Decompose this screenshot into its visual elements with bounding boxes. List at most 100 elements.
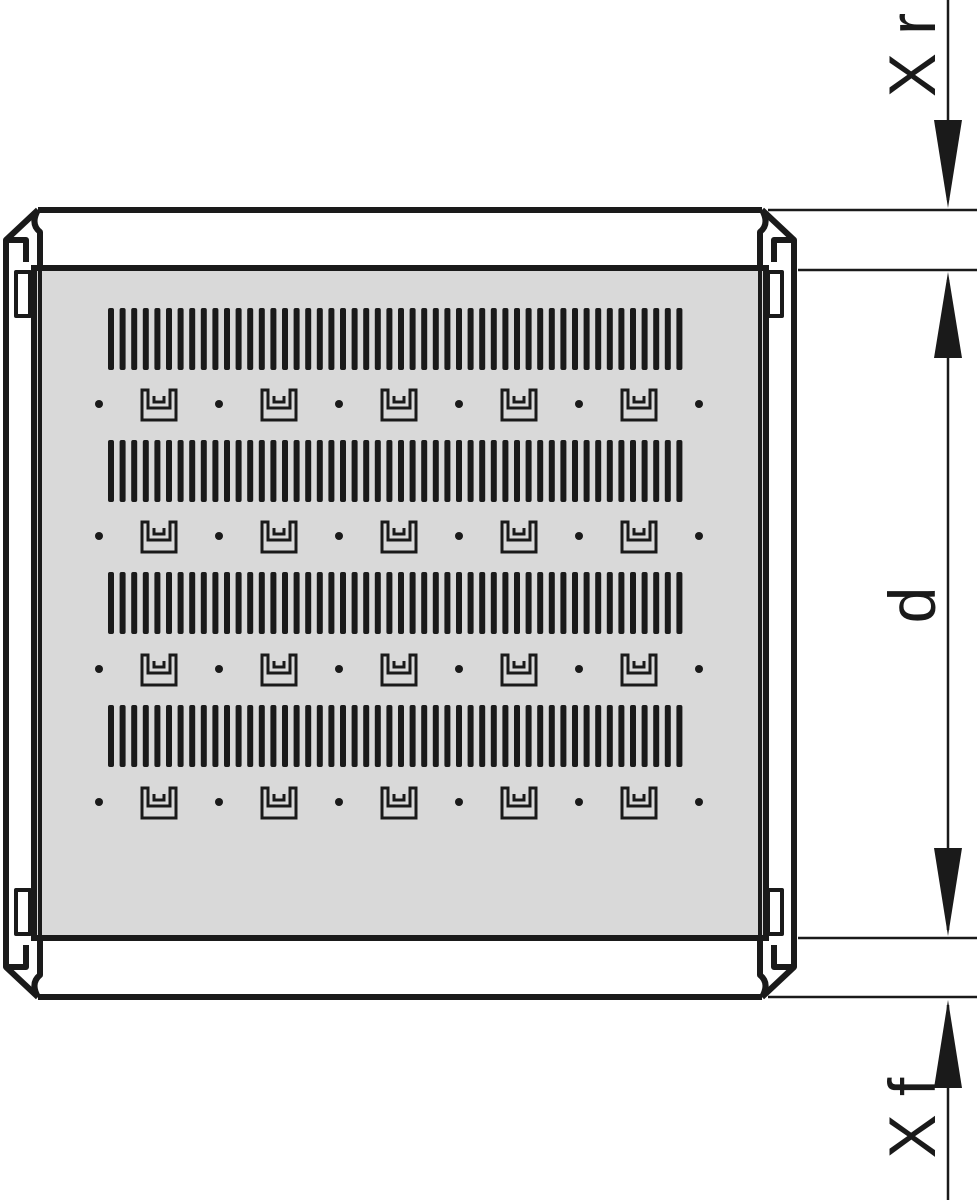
vent-slot bbox=[525, 308, 532, 370]
vent-slot bbox=[224, 440, 230, 502]
vent-slot bbox=[525, 572, 532, 634]
vent-slot bbox=[409, 705, 416, 767]
vent-slot bbox=[189, 572, 196, 634]
vent-row bbox=[108, 572, 683, 634]
vent-slot bbox=[676, 440, 683, 502]
vent-slot bbox=[293, 440, 300, 502]
vent-slot bbox=[282, 572, 288, 634]
cable-tie-mount bbox=[620, 388, 658, 422]
vent-slot bbox=[247, 440, 254, 502]
mount-rows bbox=[95, 388, 703, 820]
vent-slot bbox=[119, 308, 126, 370]
mounting-hole bbox=[455, 798, 463, 806]
vent-slot bbox=[548, 308, 555, 370]
vent-slot bbox=[328, 440, 335, 502]
vent-slot bbox=[537, 308, 544, 370]
vent-slot bbox=[351, 440, 358, 502]
cable-tie-mount bbox=[380, 786, 418, 820]
vent-slot bbox=[572, 705, 578, 767]
vent-slot bbox=[131, 308, 138, 370]
vent-slot bbox=[235, 308, 242, 370]
vent-slot bbox=[548, 440, 555, 502]
cable-tie-mount bbox=[260, 653, 298, 687]
vent-slot bbox=[293, 572, 300, 634]
mounting-hole bbox=[575, 400, 583, 408]
vent-slot bbox=[432, 440, 439, 502]
vent-slot bbox=[421, 572, 428, 634]
cable-tie-mount bbox=[500, 786, 538, 820]
mounting-hole bbox=[95, 532, 103, 540]
vent-slot bbox=[374, 572, 381, 634]
vent-slot bbox=[154, 572, 161, 634]
clip-bottom-right bbox=[766, 888, 784, 936]
frame-left-bracket-top bbox=[3, 207, 41, 270]
mounting-hole bbox=[455, 532, 463, 540]
vent-slot bbox=[467, 308, 474, 370]
vent-slot bbox=[456, 572, 462, 634]
vent-slot bbox=[189, 705, 196, 767]
vent-slot bbox=[421, 308, 428, 370]
vent-slot bbox=[340, 308, 346, 370]
vent-slot bbox=[514, 440, 520, 502]
vent-slot bbox=[502, 705, 509, 767]
mounting-hole bbox=[695, 665, 703, 673]
vent-slot bbox=[398, 572, 404, 634]
vent-slot bbox=[525, 440, 532, 502]
vent-slot bbox=[456, 440, 462, 502]
vent-slot bbox=[200, 440, 207, 502]
vent-slot bbox=[479, 308, 486, 370]
cable-tie-mount bbox=[500, 388, 538, 422]
vent-slot bbox=[177, 572, 184, 634]
vent-slot bbox=[606, 572, 613, 634]
vent-slot bbox=[316, 440, 323, 502]
vent-slot bbox=[548, 572, 555, 634]
mounting-hole bbox=[575, 798, 583, 806]
vent-slot bbox=[456, 308, 462, 370]
vent-slot bbox=[177, 440, 184, 502]
mounting-hole bbox=[455, 400, 463, 408]
vent-slot bbox=[328, 572, 335, 634]
vent-slot bbox=[177, 705, 184, 767]
vent-slot bbox=[641, 308, 648, 370]
vent-slot bbox=[142, 572, 149, 634]
vent-slot bbox=[456, 705, 462, 767]
vent-slot bbox=[142, 705, 149, 767]
vent-slot bbox=[224, 308, 230, 370]
vent-slot bbox=[444, 440, 451, 502]
vent-slot bbox=[595, 705, 602, 767]
mounting-hole bbox=[575, 665, 583, 673]
vent-slot bbox=[537, 572, 544, 634]
frame-right-bracket-bottom bbox=[759, 940, 797, 1000]
vent-slot bbox=[119, 572, 126, 634]
mount-row bbox=[95, 520, 703, 554]
vent-slot bbox=[316, 572, 323, 634]
mounting-hole bbox=[335, 400, 343, 408]
vent-slot bbox=[270, 705, 277, 767]
vent-slot bbox=[154, 705, 161, 767]
vent-slot bbox=[641, 705, 648, 767]
vent-slot bbox=[490, 308, 497, 370]
arrow-d-down bbox=[934, 848, 962, 936]
arrow-xf-up bbox=[934, 1000, 962, 1088]
vent-slot bbox=[583, 308, 590, 370]
vent-slot bbox=[618, 440, 625, 502]
vent-slot bbox=[595, 440, 602, 502]
vent-slot bbox=[467, 572, 474, 634]
mounting-hole bbox=[215, 532, 223, 540]
vent-slot bbox=[166, 440, 172, 502]
vent-slot bbox=[224, 572, 230, 634]
vent-slot bbox=[340, 572, 346, 634]
vent-slot bbox=[537, 705, 544, 767]
vent-slot bbox=[560, 308, 567, 370]
vent-slot bbox=[514, 705, 520, 767]
vent-slot bbox=[258, 705, 265, 767]
vent-slot bbox=[432, 308, 439, 370]
vent-slot bbox=[154, 308, 161, 370]
vent-slot bbox=[583, 572, 590, 634]
vent-slot bbox=[247, 308, 254, 370]
mount-row bbox=[95, 388, 703, 422]
vent-slot bbox=[131, 572, 138, 634]
vent-slot bbox=[119, 440, 126, 502]
dimension-arrows bbox=[934, 0, 962, 1200]
mount-row bbox=[95, 653, 703, 687]
